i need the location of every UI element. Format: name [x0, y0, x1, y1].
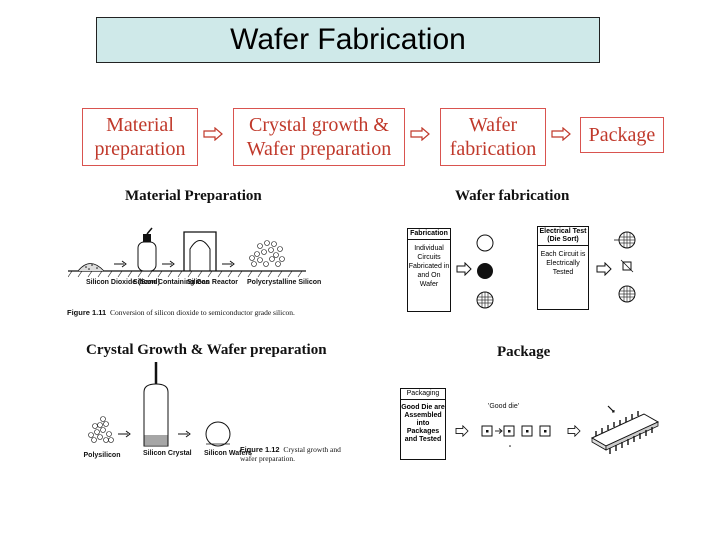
material-label: Silicon Reactor: [187, 279, 238, 286]
good-die-icons: [481, 425, 551, 447]
flow-box-package: Package: [580, 117, 664, 153]
package-heading: Package: [497, 344, 551, 360]
figure-number: Figure 1.12: [240, 445, 280, 454]
card-body: Each Circuit is Electrically Tested: [540, 251, 586, 276]
card-header: Packaging: [401, 389, 445, 400]
waferfab-heading: Wafer fabrication: [455, 188, 570, 204]
flow-box-material: Material preparation: [82, 108, 198, 166]
chip-package-icon: [590, 405, 660, 454]
good-die-label: 'Good die': [488, 403, 520, 410]
material-label: Silicon Dioxide (Sand): [86, 279, 160, 286]
wafer-stages-icon: [476, 234, 494, 309]
crystal-heading: Crystal Growth & Wafer preparation: [86, 342, 327, 358]
flow-box-label: Crystal growth & Wafer preparation: [246, 114, 392, 160]
material-heading: Material Preparation: [125, 188, 262, 204]
flow-box-wafer: Wafer fabrication: [440, 108, 546, 166]
crystal-label: Polysilicon: [83, 452, 121, 459]
material-label: Polycrystalline Silicon: [247, 279, 322, 286]
crystal-label: Silicon Crystal: [143, 450, 192, 457]
card-body: Good Die are Assembled into Packages and…: [401, 404, 445, 443]
figure-text: Crystal growth and wafer preparation.: [240, 445, 341, 463]
card-body: Individual Circuits Fabricated in and On…: [408, 245, 450, 288]
tested-wafer-icon: [614, 231, 636, 303]
arrow-icon: [596, 262, 612, 276]
material-label: Silicon Containing Gas: [133, 279, 210, 286]
flow-arrow-icon: [551, 127, 571, 141]
packaging-card: Packaging Good Die are Assembled into Pa…: [400, 388, 446, 460]
flow-box-label: Wafer fabrication: [449, 114, 537, 160]
arrow-icon: [456, 262, 472, 276]
flow-box-label: Package: [588, 124, 656, 146]
material-figure-caption: Figure 1.11 Conversion of silicon dioxid…: [67, 308, 307, 317]
card-header: Fabrication: [408, 229, 450, 240]
page-title-text: Wafer Fabrication: [230, 23, 466, 56]
figure-number: Figure 1.11: [67, 308, 107, 317]
arrow-icon: [567, 425, 581, 437]
flow-arrow-icon: [203, 127, 223, 141]
flow-box-crystal: Crystal growth & Wafer preparation: [233, 108, 405, 166]
fabrication-card: Fabrication Individual Circuits Fabricat…: [407, 228, 451, 312]
card-header: Electrical Test (Die Sort): [538, 227, 588, 246]
crystal-label: Silicon Wafers: [204, 450, 252, 457]
figure-text: Conversion of silicon dioxide to semicon…: [109, 308, 295, 317]
electrical-test-card: Electrical Test (Die Sort) Each Circuit …: [537, 226, 589, 310]
crystal-figure-caption: Figure 1.12 Crystal growth and wafer pre…: [240, 445, 352, 463]
crystal-illustration: [88, 362, 231, 447]
page-title: Wafer Fabrication: [96, 17, 600, 63]
arrow-icon: [455, 425, 469, 437]
flow-box-label: Material preparation: [94, 114, 186, 160]
material-illustration: [68, 227, 306, 278]
flow-arrow-icon: [410, 127, 430, 141]
